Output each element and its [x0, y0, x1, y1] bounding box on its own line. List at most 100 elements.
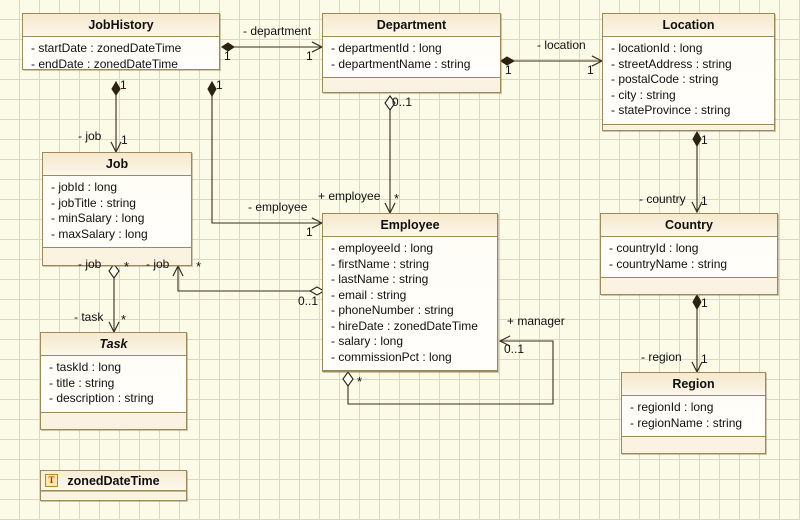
mult-employee-manager-target: 0..1: [504, 342, 525, 356]
attribute-row: - maxSalary : long: [51, 226, 148, 241]
attribute-row: - regionId : long: [630, 400, 714, 414]
class-box-region[interactable]: Region - regionId : long - regionName : …: [621, 372, 766, 454]
class-operations-country: [601, 278, 777, 294]
mult-employee-job-source: 0..1: [298, 294, 319, 308]
class-attributes-department: - departmentId : long - departmentName :…: [323, 37, 500, 78]
datatype-t-icon: T: [45, 474, 58, 487]
attribute-row: - countryId : long: [609, 241, 699, 255]
attribute-row: - stateProvince : string: [611, 103, 731, 117]
class-title-location: Location: [603, 14, 774, 37]
attribute-row: - locationId : long: [611, 41, 703, 55]
class-title-task: Task: [41, 333, 186, 356]
mult-employee-job-target: *: [196, 259, 202, 274]
attribute-row: - firstName : string: [331, 256, 430, 271]
attribute-row: - endDate : zonedDateTime: [31, 56, 178, 70]
attribute-row: - startDate : zonedDateTime: [31, 41, 182, 55]
mult-jobhistory-department-target: 1: [306, 49, 313, 63]
attribute-row: - description : string: [49, 391, 154, 405]
edge-label-job-2: - job: [146, 257, 170, 271]
attribute-row: - jobId : long: [51, 180, 118, 194]
diamond-job-task: [108, 263, 120, 279]
class-box-job[interactable]: Job - jobId : long - jobTitle : string -…: [42, 152, 192, 266]
class-title-jobhistory: JobHistory: [23, 14, 219, 37]
class-attributes-country: - countryId : long - countryName : strin…: [601, 237, 777, 278]
attribute-row: - phoneNumber : string: [331, 303, 454, 317]
datatype-title: zonedDateTime: [67, 474, 160, 488]
class-attributes-job: - jobId : long - jobTitle : string - min…: [43, 176, 191, 248]
mult-location-country-target: 1: [701, 194, 708, 208]
mult-jobhistory-department-source: 1: [224, 49, 231, 63]
mult-department-location-source: 1: [505, 63, 512, 77]
class-box-country[interactable]: Country - countryId : long - countryName…: [600, 213, 778, 295]
attribute-row: - salary : long: [331, 334, 404, 348]
class-attributes-task: - taskId : long - title : string - descr…: [41, 356, 186, 413]
class-title-department: Department: [323, 14, 500, 37]
class-box-employee[interactable]: Employee - employeeId : long - firstName…: [322, 213, 498, 372]
class-attributes-location: - locationId : long - streetAddress : st…: [603, 37, 774, 125]
class-title-employee: Employee: [323, 214, 497, 237]
mult-jobhistory-employee-source: 1: [216, 78, 223, 92]
class-box-department[interactable]: Department - departmentId : long - depar…: [322, 13, 501, 93]
attribute-row: - hireDate : zonedDateTime: [331, 318, 478, 333]
mult-job-task-source: *: [124, 259, 130, 274]
class-title-region: Region: [622, 373, 765, 396]
class-title-country: Country: [601, 214, 777, 237]
edge-label-country: - country: [639, 192, 686, 206]
attribute-row: - jobTitle : string: [51, 195, 136, 210]
edge-label-task: - task: [74, 310, 104, 324]
edge-label-region: - region: [641, 350, 682, 364]
class-attributes-employee: - employeeId : long - firstName : string…: [323, 237, 497, 371]
edge-label-department: - department: [243, 24, 312, 38]
attribute-row: - departmentId : long: [331, 41, 442, 55]
class-attributes-jobhistory: - startDate : zonedDateTime - endDate : …: [23, 37, 219, 70]
edge-label-job: - job: [78, 129, 102, 143]
mult-employee-manager-source: *: [357, 374, 363, 389]
edge-label-job-3: - job: [78, 257, 102, 271]
class-box-task[interactable]: Task - taskId : long - title : string - …: [40, 332, 187, 430]
mult-location-country-source: 1: [701, 133, 708, 147]
datatype-header: T zonedDateTime: [41, 471, 186, 491]
mult-country-region-target: 1: [701, 352, 708, 366]
class-operations-region: [622, 437, 765, 453]
attribute-row: - email : string: [331, 287, 407, 302]
class-title-job: Job: [43, 153, 191, 176]
edge-label-employee-plus: + employee: [318, 189, 381, 203]
datatype-body: [41, 491, 186, 499]
class-attributes-region: - regionId : long - regionName : string: [622, 396, 765, 437]
mult-department-employee-source: 0..1: [392, 95, 413, 109]
class-operations-job: [43, 248, 191, 265]
diamond-country-region: [692, 293, 702, 311]
datatype-box-zoneddatetime[interactable]: T zonedDateTime: [40, 470, 187, 501]
attribute-row: - title : string: [49, 375, 115, 390]
edge-label-manager: + manager: [507, 314, 565, 328]
class-operations-department: [323, 78, 500, 92]
attribute-row: - regionName : string: [630, 415, 743, 430]
class-operations-location: [603, 124, 774, 130]
diamond-location-country: [692, 130, 702, 148]
mult-jobhistory-employee-target: 1: [306, 225, 313, 239]
edge-label-employee: - employee: [248, 200, 308, 214]
attribute-row: - postalCode : string: [611, 72, 719, 86]
mult-department-employee-target: *: [394, 191, 400, 206]
mult-department-location-target: 1: [587, 63, 594, 77]
attribute-row: - commissionPct : long: [331, 349, 452, 364]
attribute-row: - minSalary : long: [51, 211, 145, 225]
mult-jobhistory-job-target: 1: [121, 133, 128, 147]
attribute-row: - lastName : string: [331, 272, 429, 286]
attribute-row: - taskId : long: [49, 360, 122, 374]
diamond-jobhistory-job: [111, 80, 121, 96]
attribute-row: - streetAddress : string: [611, 56, 732, 71]
class-operations-employee: [323, 371, 497, 372]
mult-job-task-target: *: [121, 312, 127, 327]
mult-jobhistory-job-source: 1: [120, 78, 127, 92]
diamond-jobhistory-employee: [207, 80, 217, 98]
class-operations-task: [41, 412, 186, 429]
class-box-location[interactable]: Location - locationId : long - streetAdd…: [602, 13, 775, 131]
class-box-jobhistory[interactable]: JobHistory - startDate : zonedDateTime -…: [22, 13, 220, 70]
attribute-row: - departmentName : string: [331, 56, 471, 71]
mult-country-region-source: 1: [701, 296, 708, 310]
diamond-employee-manager: [342, 371, 354, 387]
attribute-row: - countryName : string: [609, 256, 728, 271]
attribute-row: - city : string: [611, 87, 676, 102]
